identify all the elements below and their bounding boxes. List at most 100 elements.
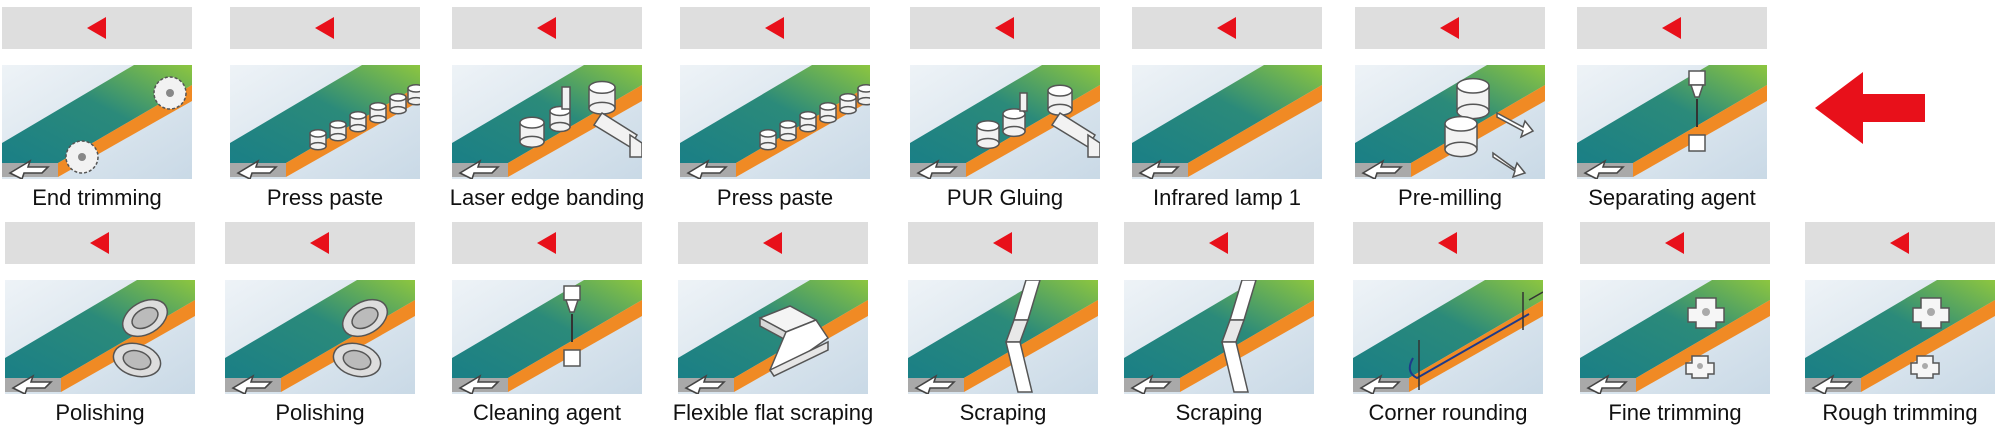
station-status-bar	[2, 7, 192, 49]
polishing-wheel-illustration	[225, 280, 415, 394]
station-label: Press paste	[716, 185, 834, 210]
station-label: Polishing	[275, 400, 365, 425]
station-label: End trimming	[32, 185, 162, 210]
scraper-blade-illustration	[1124, 280, 1314, 394]
spray-nozzle-illustration	[452, 280, 642, 394]
spray-nozzle-icon	[1688, 70, 1706, 152]
station-illustration	[5, 280, 195, 394]
press-rollers-illustration	[230, 65, 420, 179]
feed-direction-icon	[310, 232, 329, 254]
scraper-blade-icon	[1004, 280, 1041, 393]
saw-blade-icon	[65, 76, 187, 174]
feed-direction-icon	[765, 17, 784, 39]
feed-direction-icon	[537, 17, 556, 39]
spray-nozzle-icon	[563, 285, 581, 367]
trimming-cutter-illustration	[1805, 280, 1995, 394]
station-illustration	[1805, 280, 1995, 394]
station-illustration	[678, 280, 868, 394]
feed-direction-icon	[993, 232, 1012, 254]
station-illustration	[1353, 280, 1543, 394]
press-rollers-icon	[759, 84, 870, 151]
feed-direction-icon	[1890, 232, 1909, 254]
station-label: Press paste	[266, 185, 384, 210]
station-label: Fine trimming	[1608, 400, 1742, 425]
scraper-blade-icon	[1220, 280, 1257, 393]
laser-unit-illustration	[452, 65, 642, 179]
station-illustration	[230, 65, 420, 179]
glue-unit-illustration	[910, 65, 1100, 179]
polishing-wheel-icon	[332, 298, 389, 378]
scraper-blade-illustration	[908, 280, 1098, 394]
left-arrow-icon	[1815, 72, 1925, 144]
polishing-wheel-illustration	[5, 280, 195, 394]
station-status-bar	[1124, 222, 1314, 264]
station-status-bar	[225, 222, 415, 264]
station-label: Infrared lamp 1	[1153, 185, 1301, 210]
station-label: PUR Gluing	[946, 185, 1064, 210]
station-status-bar	[452, 222, 642, 264]
station-label: Polishing	[55, 400, 145, 425]
trimming-cutter-illustration	[1580, 280, 1770, 394]
feed-direction-icon	[995, 17, 1014, 39]
press-rollers-icon	[309, 84, 420, 151]
station-label: Corner rounding	[1368, 400, 1528, 425]
station-status-bar	[680, 7, 870, 49]
station-status-bar	[1132, 7, 1322, 49]
station-illustration	[1577, 65, 1767, 179]
station-label: Rough trimming	[1822, 400, 1978, 425]
saw-blade-illustration	[2, 65, 192, 179]
milling-cutter-illustration	[1355, 65, 1545, 179]
press-rollers-illustration	[680, 65, 870, 179]
station-illustration	[1132, 65, 1322, 179]
station-status-bar	[1805, 222, 1995, 264]
feed-direction-icon	[1440, 17, 1459, 39]
glue-unit-icon	[976, 84, 1100, 158]
station-status-bar	[678, 222, 868, 264]
feed-direction-icon	[537, 232, 556, 254]
flat-scraper-illustration	[678, 280, 868, 394]
station-illustration	[2, 65, 192, 179]
feed-direction-icon	[1438, 232, 1457, 254]
station-status-bar	[910, 7, 1100, 49]
station-illustration	[1580, 280, 1770, 394]
flat-scraper-icon	[758, 305, 830, 378]
feed-direction-icon	[1209, 232, 1228, 254]
station-illustration	[908, 280, 1098, 394]
station-label: Laser edge banding	[449, 185, 645, 210]
station-illustration	[452, 280, 642, 394]
milling-cutter-icon	[1444, 77, 1535, 179]
station-label: Cleaning agent	[472, 400, 621, 425]
spray-nozzle-illustration	[1577, 65, 1767, 179]
feed-direction-icon	[1662, 17, 1681, 39]
feed-direction-icon	[315, 17, 334, 39]
polishing-wheel-icon	[112, 298, 169, 378]
station-label: Flexible flat scraping	[672, 400, 874, 425]
corner-rounding-illustration	[1353, 280, 1543, 394]
station-status-bar	[230, 7, 420, 49]
infrared-lamp-illustration	[1132, 65, 1322, 179]
station-status-bar	[1577, 7, 1767, 49]
corner-rounding-icon	[1408, 291, 1543, 390]
station-label: Pre-milling	[1398, 185, 1502, 210]
station-status-bar	[452, 7, 642, 49]
station-status-bar	[1355, 7, 1545, 49]
laser-unit-icon	[519, 80, 642, 158]
station-label: Scraping	[1175, 400, 1263, 425]
station-illustration	[225, 280, 415, 394]
station-label: Separating agent	[1588, 185, 1756, 210]
station-status-bar	[1353, 222, 1543, 264]
station-label: Scraping	[959, 400, 1047, 425]
station-illustration	[680, 65, 870, 179]
station-illustration	[1124, 280, 1314, 394]
feed-direction-icon	[1665, 232, 1684, 254]
feed-direction-icon	[87, 17, 106, 39]
feed-direction-icon	[1217, 17, 1236, 39]
station-status-bar	[1580, 222, 1770, 264]
station-illustration	[1355, 65, 1545, 179]
station-status-bar	[5, 222, 195, 264]
trimming-cutter-icon	[1910, 297, 1950, 379]
feed-direction-icon	[763, 232, 782, 254]
station-illustration	[452, 65, 642, 179]
feed-direction-icon	[90, 232, 109, 254]
trimming-cutter-icon	[1685, 297, 1725, 379]
